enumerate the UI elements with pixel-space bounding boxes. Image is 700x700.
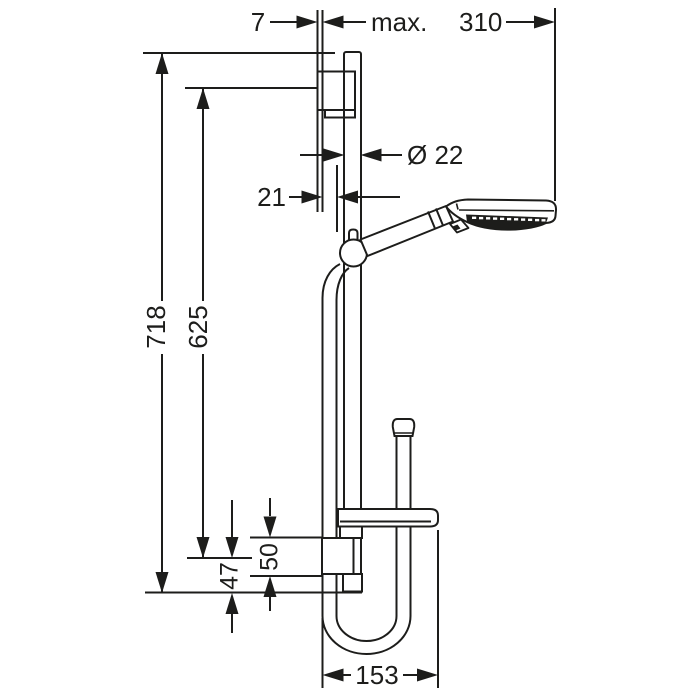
- dim-total-height: 718: [141, 52, 335, 593]
- dim-max-reach: max. 310: [343, 7, 556, 201]
- top-bracket: [316, 70, 356, 119]
- dim-label-max: max.: [371, 7, 427, 37]
- soap-dish-shelf: [337, 508, 439, 528]
- bottom-extension-lines: [145, 536, 362, 594]
- dim-label-diameter: Ø 22: [407, 140, 463, 170]
- dim-label-21: 21: [257, 182, 286, 212]
- dim-label-47: 47: [216, 562, 244, 590]
- rail-bottom-cap: [342, 573, 363, 593]
- dim-label-625: 625: [183, 305, 213, 348]
- handshower-handle: [359, 205, 454, 257]
- dim-label-153: 153: [355, 660, 398, 690]
- dim-label-50: 50: [256, 543, 284, 571]
- shower-hose: [321, 263, 412, 655]
- dim-wall-offset: 7: [251, 7, 344, 37]
- dim-fixing-distance: 625: [183, 87, 317, 558]
- dim-label-310: 310: [459, 7, 502, 37]
- bottom-bracket: [321, 525, 363, 593]
- dim-depth: 153: [321, 530, 439, 690]
- hose-connector-nut: [391, 418, 416, 437]
- dim-wall-clearance: 21: [257, 165, 400, 232]
- spray-nozzles: [472, 216, 546, 222]
- slider-knob: [339, 228, 368, 268]
- dim-bracket-height: 50: [256, 498, 284, 611]
- dim-label-718: 718: [141, 305, 171, 348]
- dim-rail-diameter: Ø 22: [300, 140, 463, 170]
- shower-head: [445, 198, 558, 234]
- dim-label-7: 7: [251, 7, 265, 37]
- dim-rail-end-offset: 47: [216, 500, 244, 633]
